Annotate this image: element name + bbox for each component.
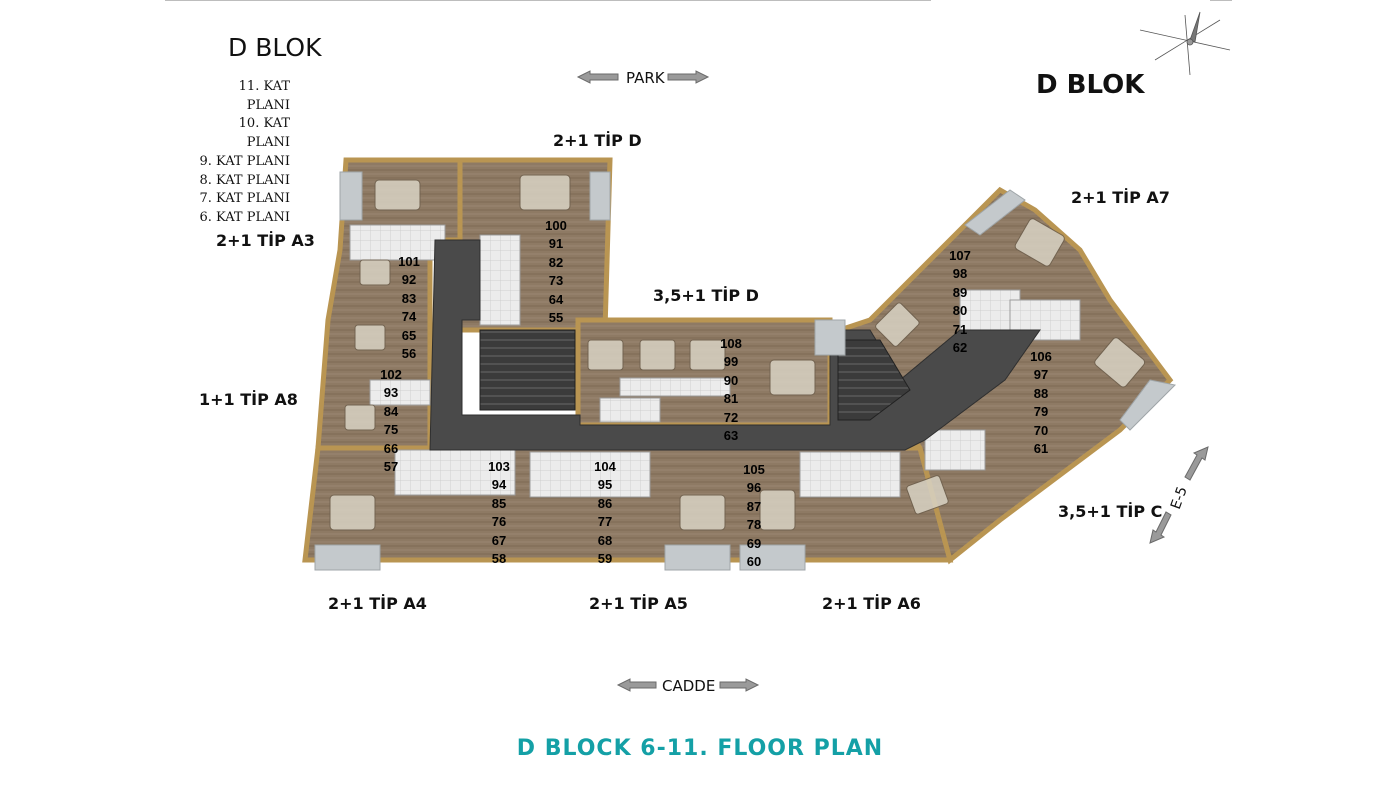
floor-item: 10. KAT PLANI	[238, 116, 290, 151]
apt-number: 82	[548, 254, 564, 270]
furniture	[329, 174, 1146, 531]
apt-number: 62	[952, 340, 968, 356]
balconies	[314, 171, 1177, 571]
apt-numbers-a8: 102 93 84 75 66 57	[376, 366, 406, 476]
unit-label-tip-a4: 2+1 TİP A4	[328, 594, 427, 613]
top-rule-right	[1210, 0, 1232, 1]
apt-number: 86	[597, 495, 613, 511]
apt-number: 94	[491, 477, 507, 493]
apt-number: 103	[488, 459, 510, 474]
apt-number: 69	[746, 535, 762, 551]
unit-label-tip-d-mid: 3,5+1 TİP D	[653, 286, 759, 305]
arrow-cadde	[616, 678, 760, 692]
block-title-left: D BLOK	[228, 33, 322, 62]
apt-number: 65	[401, 327, 417, 343]
apt-number: 78	[746, 517, 762, 533]
apt-number: 99	[723, 354, 739, 370]
apt-number: 97	[1033, 367, 1049, 383]
unit-label-tip-c: 3,5+1 TİP C	[1058, 502, 1163, 521]
apt-number: 72	[723, 409, 739, 425]
apt-number: 74	[401, 309, 417, 325]
stair-cores	[479, 329, 911, 421]
apt-number: 77	[597, 514, 613, 530]
apt-number: 104	[594, 459, 616, 474]
apt-number: 95	[597, 477, 613, 493]
apt-number: 57	[383, 459, 399, 475]
unit-label-tip-a3: 2+1 TİP A3	[216, 231, 315, 250]
apt-number: 100	[545, 218, 567, 233]
apt-number: 88	[1033, 385, 1049, 401]
apt-number: 73	[548, 273, 564, 289]
unit-label-tip-a6: 2+1 TİP A6	[822, 594, 921, 613]
floor-item: 6. KAT PLANI	[199, 209, 290, 225]
apt-number: 76	[491, 514, 507, 530]
apt-number: 101	[398, 254, 420, 269]
unit-label-tip-a7: 2+1 TİP A7	[1071, 188, 1170, 207]
top-rule	[165, 0, 931, 1]
unit-label-tip-a5: 2+1 TİP A5	[589, 594, 688, 613]
apt-number: 85	[491, 495, 507, 511]
apt-number: 67	[491, 532, 507, 548]
apt-number: 55	[548, 310, 564, 326]
block-title-right: D BLOK	[1036, 70, 1145, 100]
apt-numbers-d-top: 100 91 82 73 64 55	[541, 217, 571, 327]
apt-number: 61	[1033, 441, 1049, 457]
apt-number: 89	[952, 284, 968, 300]
apt-number: 102	[380, 367, 402, 382]
direction-cadde: CADDE	[662, 677, 716, 695]
apt-number: 107	[949, 248, 971, 263]
apt-numbers-a7: 107 98 89 80 71 62	[945, 247, 975, 357]
apt-number: 81	[723, 391, 739, 407]
apt-numbers-a4: 103 94 85 76 67 58	[484, 458, 514, 568]
floor-item: 8. KAT PLANI	[199, 172, 290, 188]
apt-number: 64	[548, 291, 564, 307]
apt-number: 59	[597, 551, 613, 567]
apt-number: 79	[1033, 404, 1049, 420]
apt-numbers-c: 106 97 88 79 70 61	[1026, 348, 1056, 458]
apt-number: 87	[746, 498, 762, 514]
apt-number: 98	[952, 266, 968, 282]
apt-number: 66	[383, 440, 399, 456]
apt-number: 93	[383, 385, 399, 401]
apt-numbers-a3: 101 92 83 74 65 56	[394, 253, 424, 363]
apt-number: 75	[383, 422, 399, 438]
unit-label-tip-a8: 1+1 TİP A8	[199, 390, 298, 409]
apt-number: 96	[746, 480, 762, 496]
apt-number: 58	[491, 551, 507, 567]
floor-item: 7. KAT PLANI	[199, 191, 290, 207]
wet-areas	[349, 224, 1081, 498]
direction-park: PARK	[626, 69, 665, 87]
apt-number: 90	[723, 372, 739, 388]
compass-icon	[1139, 11, 1231, 76]
apt-number: 91	[548, 236, 564, 252]
apt-number: 70	[1033, 422, 1049, 438]
apt-number: 56	[401, 346, 417, 362]
floor-item: 11. KAT PLANI	[238, 79, 290, 113]
apt-number: 63	[723, 428, 739, 444]
apt-number: 84	[383, 403, 399, 419]
floor-list: 11. KAT PLANI 10. KAT PLANI 9. KAT PLANI…	[198, 78, 290, 228]
apt-number: 106	[1030, 349, 1052, 364]
apt-number: 92	[401, 272, 417, 288]
apt-number: 83	[401, 290, 417, 306]
apt-number: 80	[952, 303, 968, 319]
arrow-park	[576, 70, 710, 84]
apt-numbers-d-mid: 108 99 90 81 72 63	[716, 335, 746, 445]
floor-item: 9. KAT PLANI	[199, 153, 290, 169]
arrow-e5	[1149, 446, 1209, 544]
unit-label-tip-d-top: 2+1 TİP D	[553, 131, 642, 150]
apt-number: 60	[746, 554, 762, 570]
plan-caption: D BLOCK 6-11. FLOOR PLAN	[516, 736, 884, 761]
apt-numbers-a5: 104 95 86 77 68 59	[590, 458, 620, 568]
apt-number: 71	[952, 321, 968, 337]
apt-numbers-a6: 105 96 87 78 69 60	[739, 461, 769, 571]
apt-number: 105	[743, 462, 765, 477]
apt-number: 108	[720, 336, 742, 351]
apt-number: 68	[597, 532, 613, 548]
